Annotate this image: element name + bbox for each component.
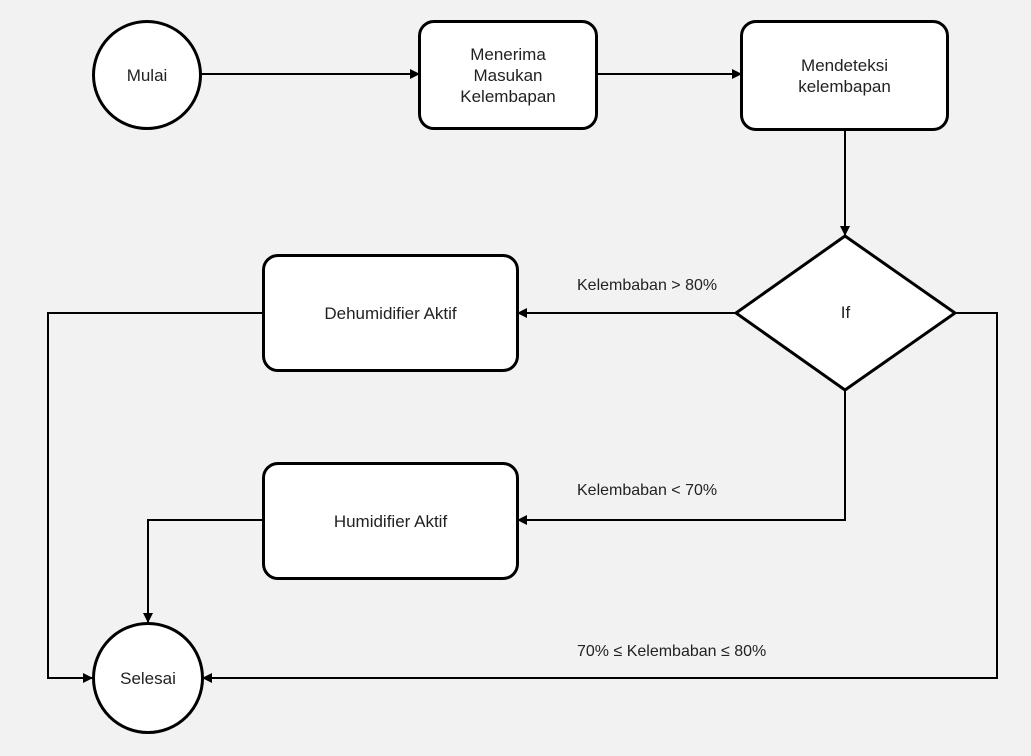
decision-diamond-shape xyxy=(733,234,958,392)
decision-node-label: If xyxy=(840,303,851,322)
dehumidifier-active-node: Dehumidifier Aktif xyxy=(262,254,519,372)
edge-label-normal-humidity: 70% ≤ Kelembaban ≤ 80% xyxy=(577,643,767,660)
decision-node: If xyxy=(736,236,955,390)
connector-humidifier-to-end xyxy=(143,519,263,623)
detect-humidity-node: Mendeteksi kelembapan xyxy=(740,20,949,131)
connector-decision-to-end xyxy=(202,312,998,683)
start-node: Mulai xyxy=(92,20,202,130)
receive-input-node-label: Menerima Masukan Kelembapan xyxy=(460,44,556,106)
detect-humidity-node-label: Mendeteksi kelembapan xyxy=(798,55,891,96)
edge-label-low-humidity: Kelembaban < 70% xyxy=(577,482,718,499)
edge-label-high-humidity: Kelembaban > 80% xyxy=(577,277,718,294)
dehumidifier-active-node-label: Dehumidifier Aktif xyxy=(324,303,457,323)
end-node: Selesai xyxy=(92,622,204,734)
end-node-label: Selesai xyxy=(120,668,176,688)
humidifier-active-node-label: Humidifier Aktif xyxy=(333,511,448,531)
receive-input-node: Menerima Masukan Kelembapan xyxy=(418,20,598,130)
connector-decision-to-humidifier xyxy=(517,390,846,525)
start-node-label: Mulai xyxy=(126,65,168,85)
humidifier-active-node: Humidifier Aktif xyxy=(262,462,519,580)
connector-dehumidifier-to-end xyxy=(47,312,263,683)
